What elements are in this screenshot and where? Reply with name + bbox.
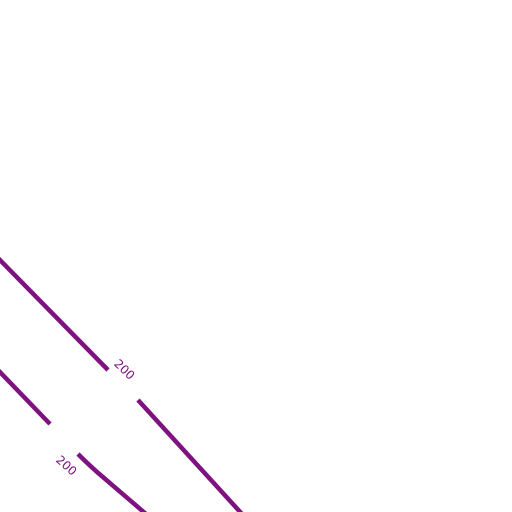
contour-label-lower: 200	[53, 453, 79, 479]
contour-line-lower	[0, 368, 148, 512]
contour-label-upper: 200	[111, 357, 137, 383]
contour-line-upper	[0, 256, 244, 512]
